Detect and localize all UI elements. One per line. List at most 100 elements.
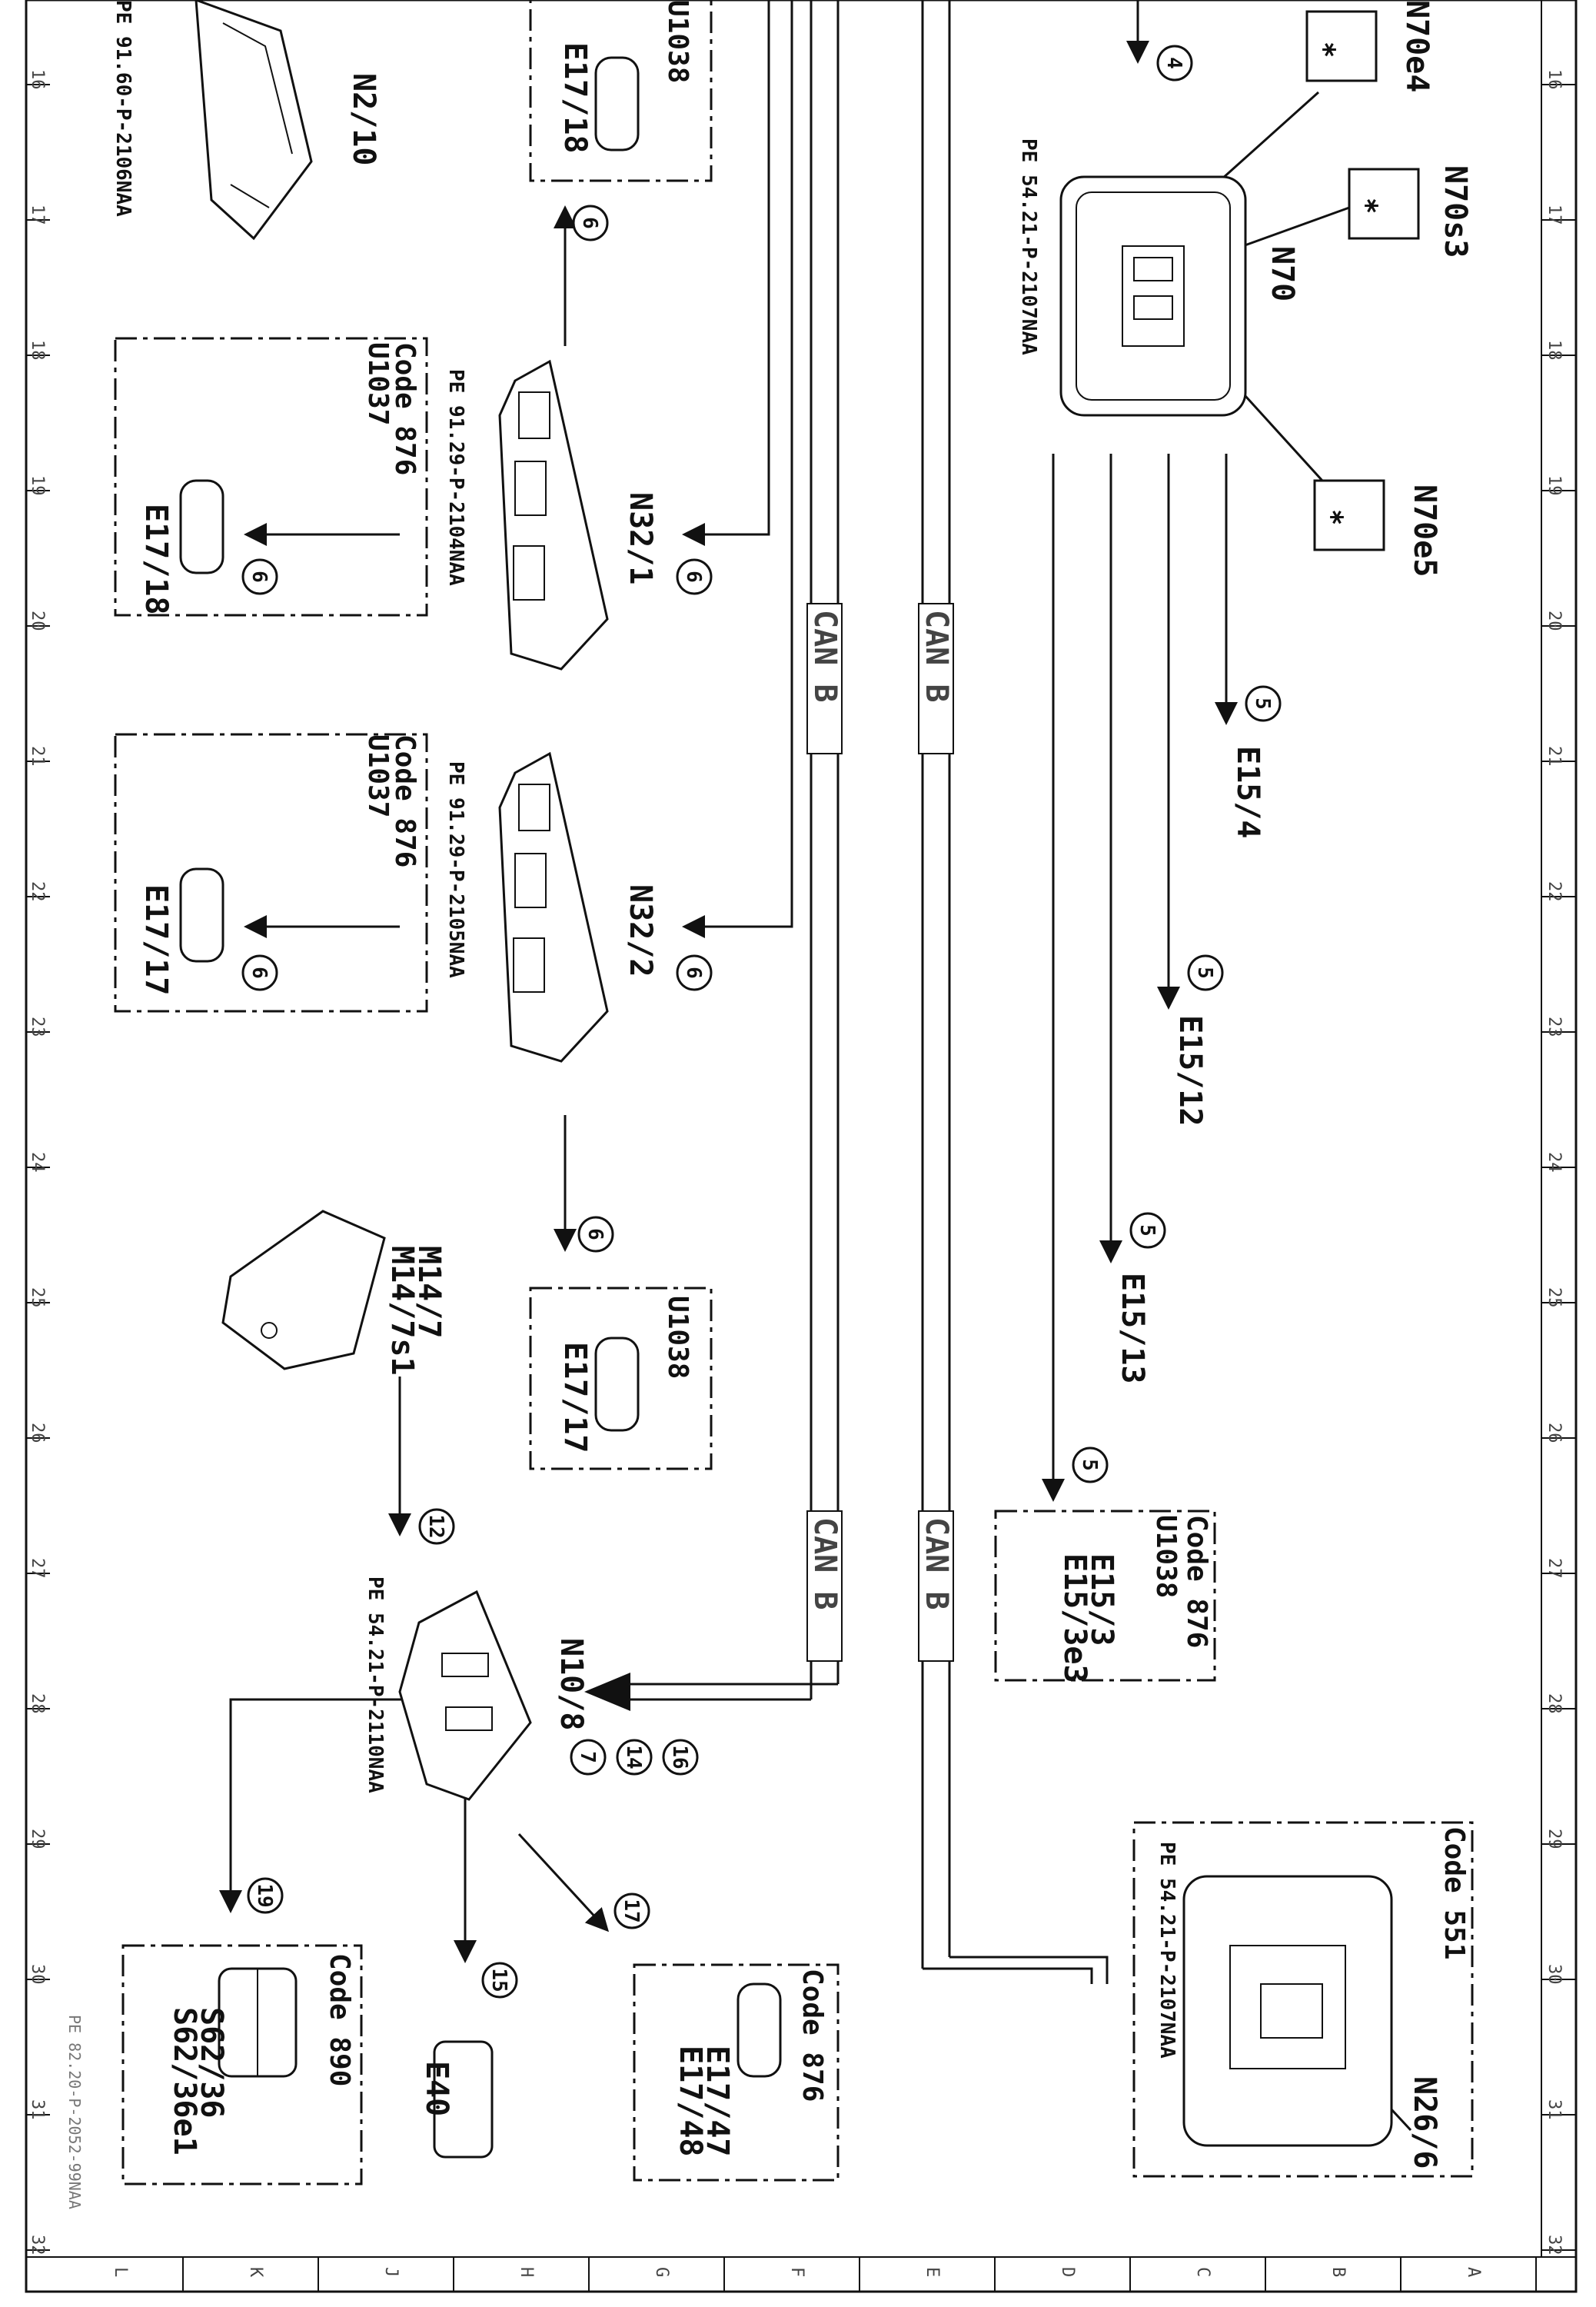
svg-text:E17/47: E17/47 bbox=[700, 2046, 735, 2157]
circled-number-text: 5 bbox=[1135, 1224, 1159, 1237]
circled-number-text: 16 bbox=[668, 1745, 691, 1769]
circled-number-text: 15 bbox=[487, 1968, 510, 1992]
grid-column-label: 23 bbox=[28, 1017, 47, 1037]
svg-text:U1037: U1037 bbox=[362, 342, 394, 425]
grid-column-label: 21 bbox=[28, 746, 47, 767]
grid-column-label: 28 bbox=[1544, 1693, 1564, 1714]
svg-text:CAN B: CAN B bbox=[919, 1517, 954, 1610]
svg-text:N70e4: N70e4 bbox=[1399, 0, 1435, 92]
svg-text:PE 54.21-P-2110NAA: PE 54.21-P-2110NAA bbox=[364, 1576, 387, 1793]
grid-column-label: 24 bbox=[1544, 1152, 1564, 1173]
signal-lines bbox=[219, 0, 1412, 2132]
grid-column-label: 32 bbox=[1544, 2235, 1564, 2255]
svg-text:PE 91.29-P-2104NAA: PE 91.29-P-2104NAA bbox=[444, 369, 467, 586]
e15-4-label: E15/4 bbox=[1230, 746, 1265, 838]
circled-number-n4: 4 bbox=[1156, 45, 1193, 82]
circled-number-n6d: 6 bbox=[676, 954, 713, 991]
code876-e15-3-box: Code 876 U1038 E15/3 E15/3e3 bbox=[994, 1510, 1216, 1683]
circled-number-text: 6 bbox=[248, 967, 271, 979]
circled-number-text: 4 bbox=[1162, 57, 1185, 69]
svg-text:E17/17: E17/17 bbox=[138, 884, 174, 996]
n70-overhead-control-panel: N70 PE 54.21-P-2107NAA bbox=[1017, 138, 1300, 417]
grid-column-label: 21 bbox=[1544, 746, 1564, 767]
e15-13-label: E15/13 bbox=[1115, 1273, 1150, 1384]
grid-column-label: 29 bbox=[28, 1829, 47, 1849]
code551-n26-6-box: Code 551 PE 54.21-P-2107NAA N26/6 bbox=[1132, 1821, 1474, 2178]
grid-column-label: 18 bbox=[1544, 340, 1564, 361]
grid-column-label: 30 bbox=[28, 1964, 47, 1985]
n32-1-control-unit: N32/1 PE 91.29-P-2104NAA bbox=[444, 359, 658, 671]
circled-number-text: 6 bbox=[584, 1228, 607, 1240]
can-b-label: CAN B bbox=[806, 1510, 843, 1662]
circled-number-text: 5 bbox=[1078, 1459, 1101, 1471]
circled-number-text: 14 bbox=[622, 1745, 645, 1769]
grid-column-label: 20 bbox=[28, 611, 47, 631]
grid-row-label: K bbox=[246, 2267, 265, 2278]
svg-text:E17/17: E17/17 bbox=[557, 1342, 593, 1453]
svg-text:N70e5: N70e5 bbox=[1407, 484, 1442, 577]
circled-number-n6f: 6 bbox=[577, 1216, 614, 1253]
circled-number-n5b: 5 bbox=[1187, 954, 1224, 991]
e40-lamp: E40 bbox=[419, 2040, 494, 2159]
grid-column-label: 24 bbox=[28, 1152, 47, 1173]
svg-text:PE 91.29-P-2105NAA: PE 91.29-P-2105NAA bbox=[444, 761, 467, 978]
circled-number-n5c: 5 bbox=[1129, 1212, 1166, 1249]
svg-text:N70s3: N70s3 bbox=[1438, 165, 1473, 258]
svg-text:E15/3e3: E15/3e3 bbox=[1057, 1553, 1092, 1683]
grid-row-label: C bbox=[1193, 2267, 1212, 2277]
circled-number-text: 19 bbox=[253, 1883, 276, 1907]
svg-text:N32/2: N32/2 bbox=[623, 884, 658, 977]
svg-text:Code 876: Code 876 bbox=[389, 342, 421, 475]
grid-column-label: 23 bbox=[1544, 1017, 1564, 1037]
grid-row-label: H bbox=[517, 2267, 536, 2277]
code876-e17-17-box: Code 876 U1037 E17/17 bbox=[114, 733, 428, 1013]
svg-text:E15/3: E15/3 bbox=[1084, 1553, 1119, 1646]
grid-column-label: 26 bbox=[28, 1423, 47, 1443]
svg-text:PE 91.60-P-2106NAA: PE 91.60-P-2106NAA bbox=[111, 0, 135, 217]
circled-number-n6c: 6 bbox=[241, 558, 278, 595]
svg-text:E17/18: E17/18 bbox=[557, 42, 593, 154]
can-b-label: CAN B bbox=[806, 603, 843, 754]
svg-text:CAN B: CAN B bbox=[807, 1517, 843, 1610]
circled-number-n16: 16 bbox=[662, 1739, 699, 1776]
circled-number-text: 6 bbox=[248, 571, 271, 583]
svg-text:Code 551: Code 551 bbox=[1438, 1826, 1470, 1959]
grid-ticks bbox=[26, 84, 1576, 2292]
circled-number-n15: 15 bbox=[481, 1962, 518, 1999]
grid-column-label: 31 bbox=[28, 2099, 47, 2120]
svg-text:CAN B: CAN B bbox=[807, 610, 843, 702]
grid-row-label: E bbox=[923, 2267, 942, 2277]
u1038-e17-17-box: U1038 E17/17 bbox=[529, 1287, 713, 1470]
circled-number-n12: 12 bbox=[418, 1508, 455, 1545]
grid-row-label: D bbox=[1058, 2267, 1077, 2277]
grid-column-label: 20 bbox=[1544, 611, 1564, 631]
svg-text:Code 890: Code 890 bbox=[324, 1953, 355, 2086]
circled-number-n6a: 6 bbox=[572, 205, 609, 241]
can-b-label: CAN B bbox=[918, 603, 954, 754]
svg-text:S62/36e1: S62/36e1 bbox=[167, 2007, 202, 2156]
document-id: PE 82.20-P-2052-99NAA bbox=[65, 2015, 84, 2209]
svg-text:⚹: ⚹ bbox=[1365, 191, 1378, 218]
grid-column-label: 32 bbox=[28, 2235, 47, 2255]
circled-number-text: 6 bbox=[578, 217, 601, 229]
grid-column-label: 16 bbox=[28, 69, 47, 90]
n70s3-switch: ⚹ N70s3 bbox=[1348, 165, 1473, 258]
grid-row-label: G bbox=[652, 2267, 671, 2277]
svg-text:N26/6: N26/6 bbox=[1407, 2076, 1442, 2169]
n10-8-control-unit: N10/8 PE 54.21-P-2110NAA bbox=[364, 1576, 589, 1801]
circled-number-n17: 17 bbox=[613, 1893, 650, 1929]
grid-column-label: 28 bbox=[28, 1693, 47, 1714]
grid-column-label: 30 bbox=[1544, 1964, 1564, 1985]
grid-column-label: 19 bbox=[28, 475, 47, 496]
circled-number-text: 7 bbox=[576, 1751, 599, 1763]
circled-number-text: 17 bbox=[620, 1899, 643, 1922]
can-b-label: CAN B bbox=[918, 1510, 954, 1662]
grid-column-label: 27 bbox=[28, 1558, 47, 1579]
svg-text:E17/18: E17/18 bbox=[138, 504, 174, 615]
svg-text:S62/36: S62/36 bbox=[194, 2007, 229, 2119]
grid-column-label: 22 bbox=[28, 881, 47, 902]
svg-text:Code 876: Code 876 bbox=[389, 734, 421, 867]
grid-column-label: 31 bbox=[1544, 2099, 1564, 2120]
